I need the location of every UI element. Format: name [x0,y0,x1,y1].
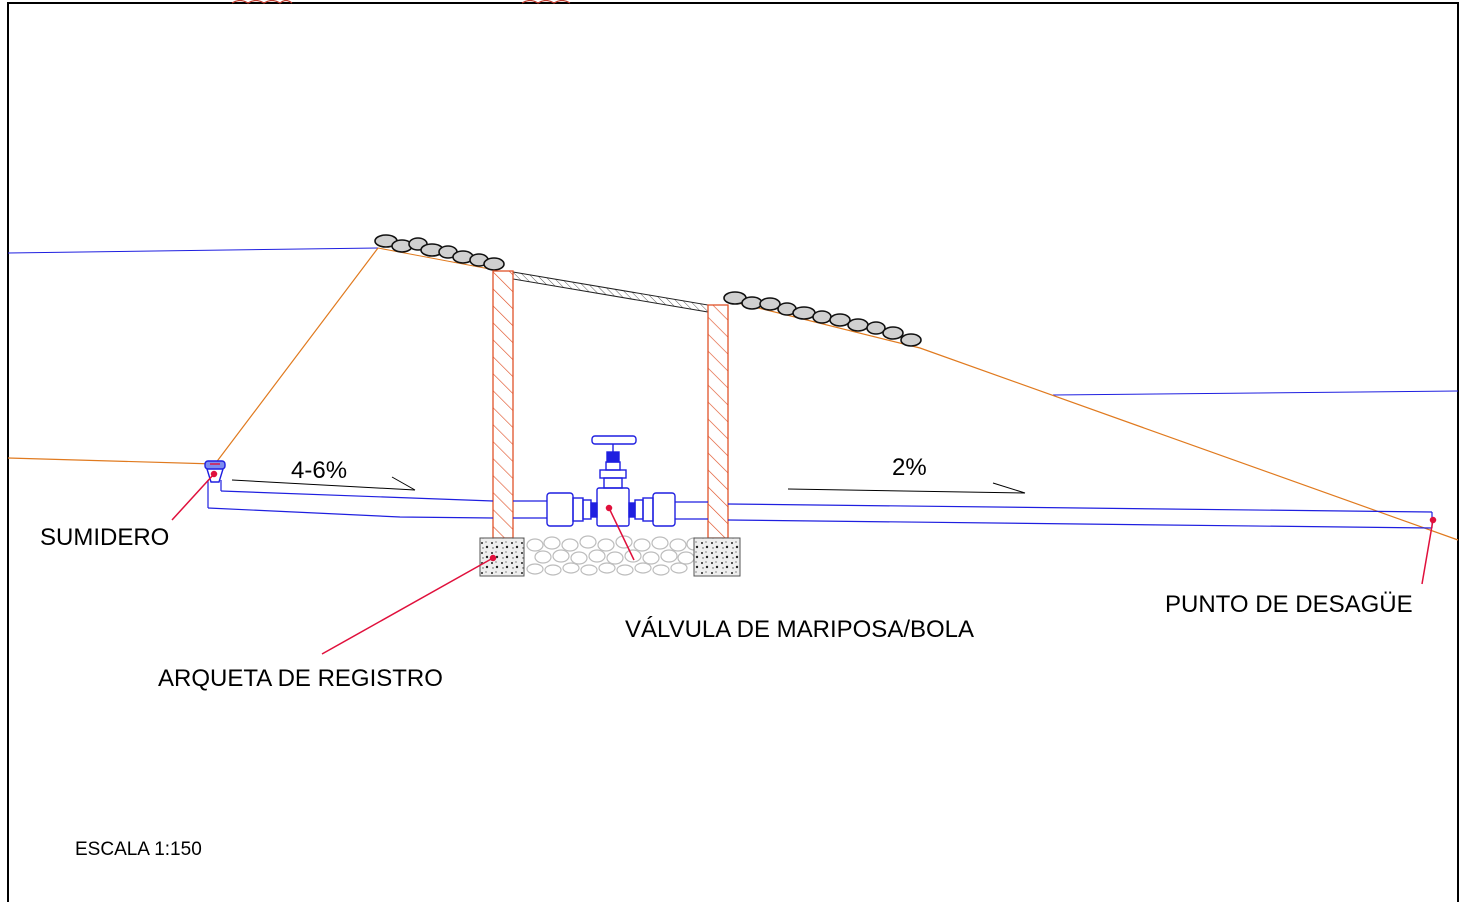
gravel-bed [526,535,702,576]
footing-left [479,537,525,577]
riprap-right [723,291,922,347]
water-level-left [7,247,379,254]
chamber-wall-left [492,270,514,539]
label-arqueta-de-registro: ARQUETA DE REGISTRO [158,665,443,692]
slope-arrow-left [231,476,416,491]
valve-assembly [546,435,676,527]
chamber-cover-slab [512,271,709,313]
leader-lines [171,470,1437,655]
riprap-left [374,234,505,271]
water-level-right [1052,390,1459,396]
label-slope-right: 2% [892,454,927,481]
top-fragment-left [231,0,293,4]
label-sumidero: SUMIDERO [40,524,169,551]
label-punto-de-desague: PUNTO DE DESAGÜE [1165,591,1413,618]
sump-fixture [204,460,226,483]
footing-right [693,537,741,577]
chamber-wall-right [707,304,729,539]
label-slope-left: 4-6% [291,457,347,484]
label-valvula: VÁLVULA DE MARIPOSA/BOLA [625,616,974,643]
top-fragment-right [521,0,571,4]
terrain-line-left [7,247,379,465]
drawing-frame [7,2,1459,902]
drain-pipe [207,480,1433,529]
terrain-line-right [725,299,1459,541]
scale-note: ESCALA 1:150 [75,839,202,860]
slope-arrow-right [787,482,1026,494]
